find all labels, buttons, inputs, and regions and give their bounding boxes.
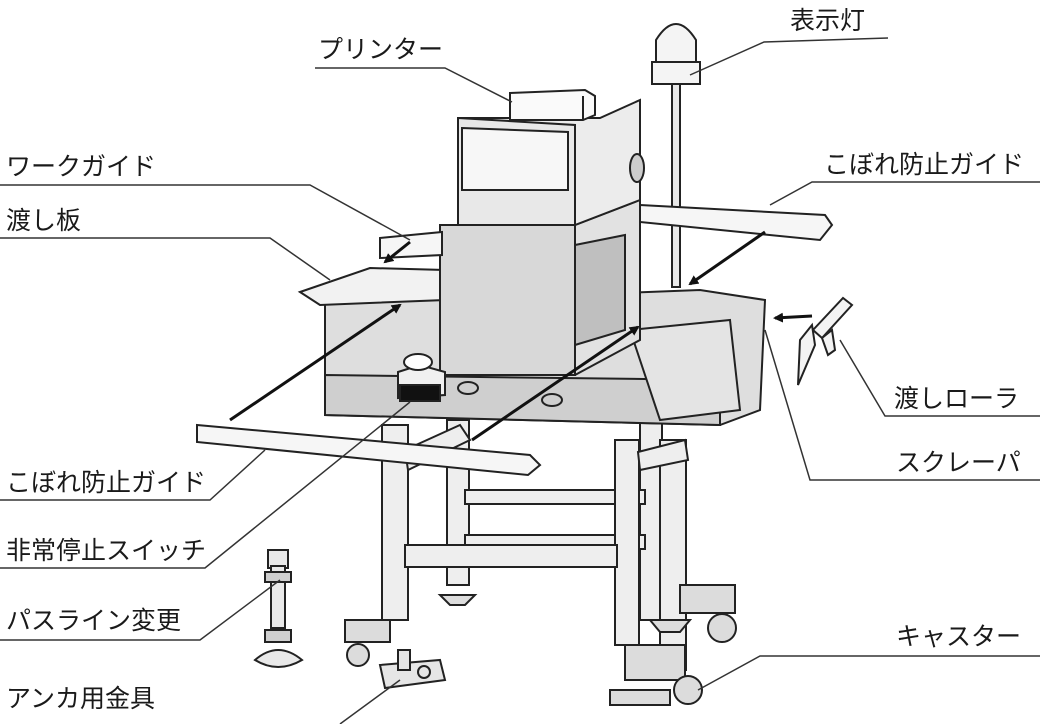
- label-pass-line-change: パスライン変更: [6, 606, 182, 635]
- assembly-arrows: [229, 230, 813, 442]
- label-printer: プリンター: [318, 35, 444, 64]
- detector-head: [439, 98, 645, 376]
- label-caster: キャスター: [896, 622, 1022, 651]
- printer-box: [509, 88, 596, 121]
- label-emergency-stop: 非常停止スイッチ: [6, 536, 207, 565]
- label-scraper: スクレーパ: [896, 448, 1021, 477]
- label-transfer-plate: 渡し板: [6, 206, 82, 235]
- label-spill-guard-left: こぼれ防止ガイド: [6, 468, 207, 497]
- caster-wheels: [344, 584, 737, 706]
- transfer-roller-part: [797, 296, 854, 386]
- anchor-bracket-part: [378, 649, 447, 690]
- emergency-stop-switch: [397, 353, 563, 407]
- label-indicator-lamp: 表示灯: [790, 6, 866, 35]
- leader-lines: [0, 37, 1040, 725]
- label-work-guide: ワークガイド: [6, 152, 157, 181]
- indicator-lamp-part: [651, 23, 701, 288]
- label-spill-guard-right: こぼれ防止ガイド: [824, 150, 1025, 179]
- label-anchor-bracket: アンカ用金具: [6, 684, 156, 713]
- label-transfer-roller: 渡しローラ: [894, 384, 1020, 413]
- spill-guard-rails: [196, 203, 834, 477]
- pass-line-adjuster: [253, 549, 304, 668]
